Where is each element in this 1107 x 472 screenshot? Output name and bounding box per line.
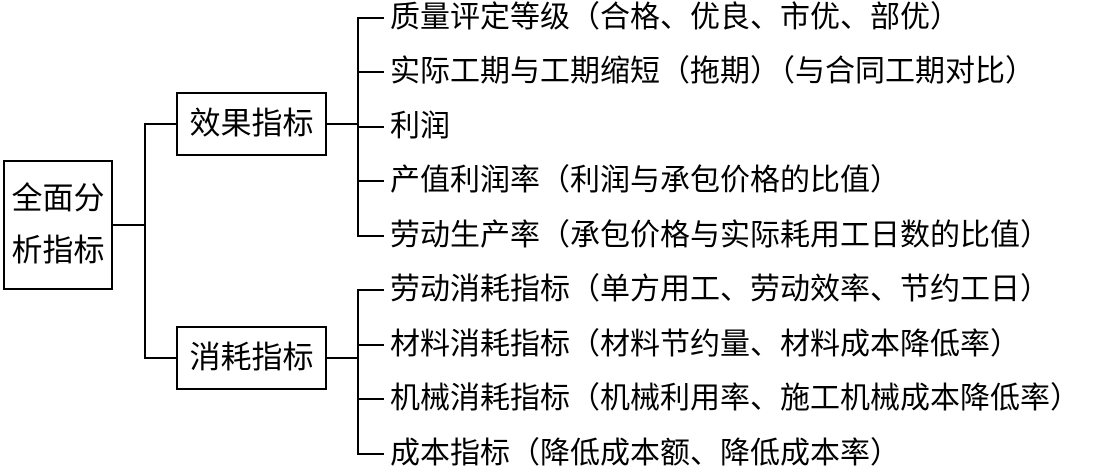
leaf-item: 利润 [390,109,450,144]
leaf-item: 机械消耗指标（机械利用率、施工机械成本降低率） [390,381,1080,416]
leaf-item: 材料消耗指标（材料节约量、材料成本降低率） [390,327,1020,362]
branch-node-effect: 效果指标 [176,92,327,156]
branch-label: 消耗指标 [189,340,314,376]
branch-node-consumption: 消耗指标 [176,326,327,390]
root-node: 全面分 析指标 [3,160,113,290]
leaf-item: 成本指标（降低成本额、降低成本率） [390,436,900,471]
branch-label: 效果指标 [189,106,314,142]
leaf-item: 产值利润率（利润与承包价格的比值） [390,163,900,198]
leaf-item: 实际工期与工期缩短（拖期）（与合同工期对比） [390,54,1035,89]
leaf-item: 劳动消耗指标（单方用工、劳动效率、节约工日） [390,272,1050,307]
leaf-item: 质量评定等级（合格、优良、市优、部优） [390,0,960,35]
root-label-line-1: 全面分 [11,181,105,217]
leaf-item: 劳动生产率（承包价格与实际耗用工日数的比值） [390,218,1050,253]
root-label-line-2: 析指标 [11,233,105,269]
